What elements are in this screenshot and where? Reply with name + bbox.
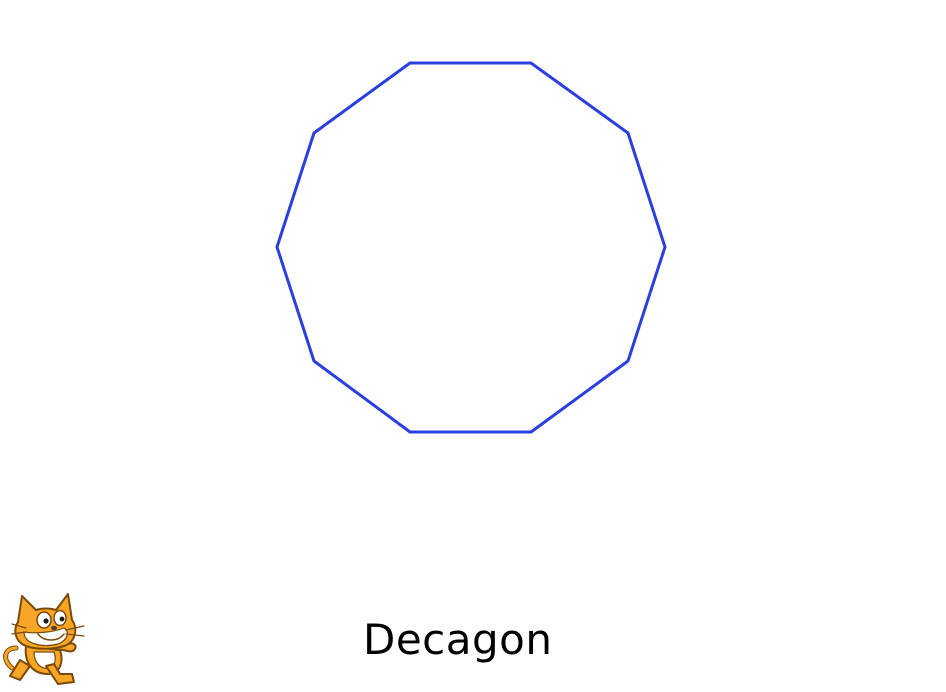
- scratch-cat-icon[interactable]: [2, 588, 94, 688]
- shape-label: Decagon: [363, 615, 553, 664]
- decagon-shape: [275, 61, 667, 434]
